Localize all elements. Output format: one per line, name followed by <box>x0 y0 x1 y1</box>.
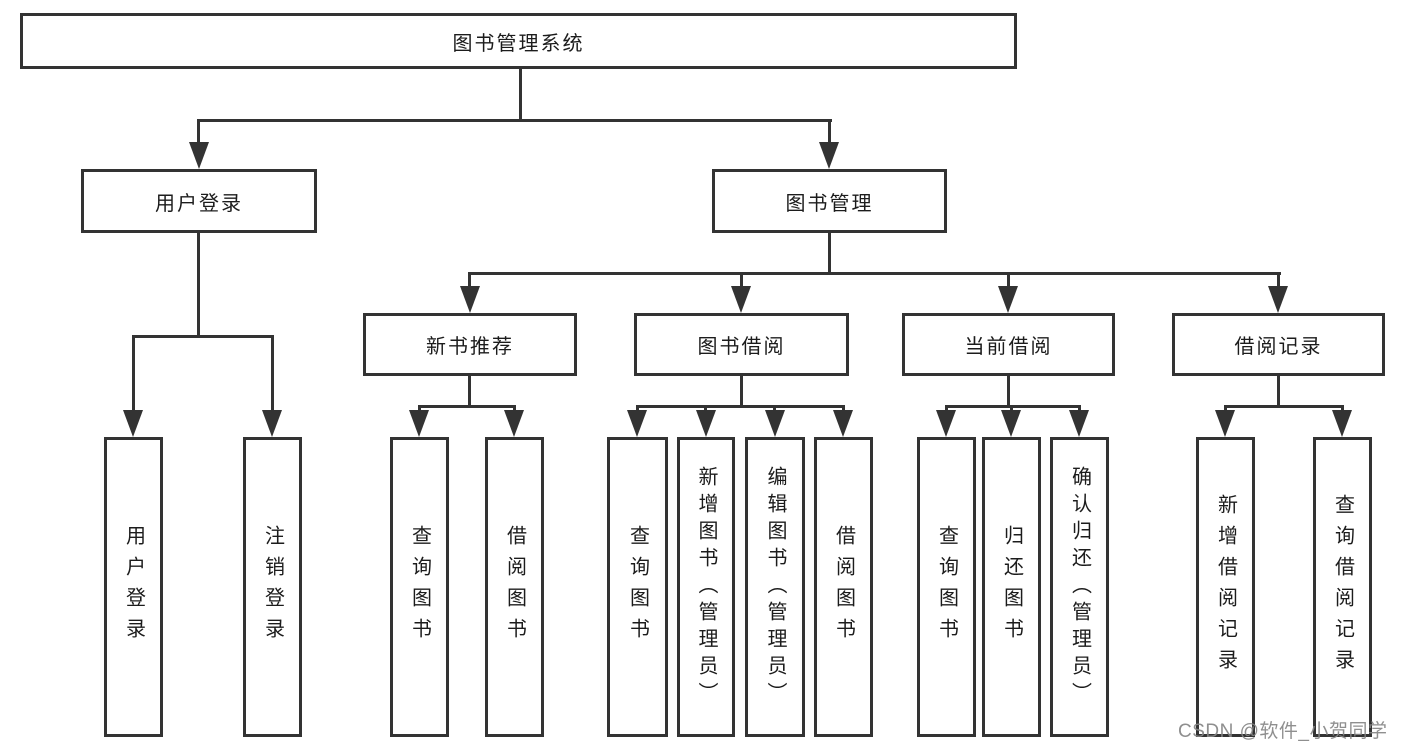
leaf-label: 借阅图书 <box>832 525 855 649</box>
leaf-label: 注销登录 <box>261 525 284 649</box>
connector-rail <box>945 405 1081 408</box>
arrow-down-icon <box>189 142 209 169</box>
leaf-add-books-admin: 新增图书（管理员） <box>677 437 735 737</box>
arrow-down-icon <box>504 410 524 437</box>
leaf-label: 查询图书 <box>935 525 958 649</box>
node-label: 借阅记录 <box>1234 336 1323 358</box>
leaf-label: 归还图书 <box>1000 525 1023 649</box>
connector-drop <box>1007 272 1010 288</box>
connector-drop <box>1277 272 1280 288</box>
connector-drop <box>132 335 135 412</box>
arrow-down-icon <box>123 410 143 437</box>
leaf-label: 查询图书 <box>626 525 649 649</box>
leaf-label: 确认归还（管理员） <box>1068 465 1091 709</box>
node-book-management: 图书管理 <box>712 169 947 233</box>
connector-drop <box>271 335 274 412</box>
node-label: 新书推荐 <box>426 336 514 358</box>
connector-rail <box>418 405 516 408</box>
node-label: 图书管理系统 <box>452 32 585 55</box>
connector-drop <box>197 119 200 145</box>
connector-rail <box>468 272 1281 275</box>
arrow-down-icon <box>1332 410 1352 437</box>
node-borrowing-records: 借阅记录 <box>1172 313 1385 376</box>
arrow-down-icon <box>1268 286 1288 313</box>
node-label: 图书借阅 <box>697 336 786 358</box>
leaf-label: 新增图书（管理员） <box>695 465 717 709</box>
leaf-query-books-recommend: 查询图书 <box>390 437 449 737</box>
connector-stem <box>1277 376 1280 407</box>
leaf-edit-books-admin: 编辑图书（管理员） <box>745 437 805 737</box>
connector-stem <box>197 233 200 337</box>
node-user-login: 用户登录 <box>81 169 317 233</box>
connector-rail <box>197 119 832 122</box>
leaf-query-books-borrow: 查询图书 <box>607 437 668 737</box>
arrow-down-icon <box>765 410 785 437</box>
connector-drop <box>468 272 471 288</box>
leaf-borrow-books-recommend: 借阅图书 <box>485 437 544 737</box>
arrow-down-icon <box>409 410 429 437</box>
leaf-label: 新增借阅记录 <box>1214 494 1237 680</box>
connector-stem <box>519 66 522 122</box>
connector-stem <box>828 233 831 275</box>
leaf-label: 查询借阅记录 <box>1331 494 1354 680</box>
leaf-label: 用户登录 <box>122 525 145 649</box>
node-label: 用户登录 <box>155 192 243 215</box>
arrow-down-icon <box>1215 410 1235 437</box>
connector-rail <box>132 335 274 338</box>
arrow-down-icon <box>936 410 956 437</box>
leaf-label: 查询图书 <box>408 525 431 649</box>
arrow-down-icon <box>819 142 839 169</box>
connector-stem <box>1007 376 1010 407</box>
arrow-down-icon <box>1069 410 1089 437</box>
connector-drop <box>828 119 831 145</box>
csdn-watermark: CSDN @软件_小贺同学 <box>1178 721 1388 742</box>
leaf-add-borrow-record: 新增借阅记录 <box>1196 437 1255 737</box>
leaf-label: 编辑图书（管理员） <box>764 465 786 709</box>
node-label: 图书管理 <box>785 192 874 215</box>
connector-stem <box>468 376 471 407</box>
leaf-return-books: 归还图书 <box>982 437 1041 737</box>
node-library-management-system: 图书管理系统 <box>20 13 1017 69</box>
node-book-borrowing: 图书借阅 <box>634 313 849 376</box>
arrow-down-icon <box>731 286 751 313</box>
connector-stem <box>740 376 743 407</box>
arrow-down-icon <box>833 410 853 437</box>
node-new-book-recommend: 新书推荐 <box>363 313 577 376</box>
node-current-borrowing: 当前借阅 <box>902 313 1115 376</box>
arrow-down-icon <box>460 286 480 313</box>
arrow-down-icon <box>998 286 1018 313</box>
arrow-down-icon <box>696 410 716 437</box>
node-label: 当前借阅 <box>964 336 1053 358</box>
connector-drop <box>740 272 743 288</box>
leaf-query-books-current: 查询图书 <box>917 437 976 737</box>
leaf-label: 借阅图书 <box>503 525 526 649</box>
leaf-borrow-books: 借阅图书 <box>814 437 873 737</box>
leaf-logout: 注销登录 <box>243 437 302 737</box>
arrow-down-icon <box>627 410 647 437</box>
leaf-user-login: 用户登录 <box>104 437 163 737</box>
leaf-confirm-return-admin: 确认归还（管理员） <box>1050 437 1109 737</box>
arrow-down-icon <box>1001 410 1021 437</box>
arrow-down-icon <box>262 410 282 437</box>
connector-rail <box>1224 405 1344 408</box>
connector-rail <box>636 405 845 408</box>
leaf-query-borrow-record: 查询借阅记录 <box>1313 437 1372 737</box>
